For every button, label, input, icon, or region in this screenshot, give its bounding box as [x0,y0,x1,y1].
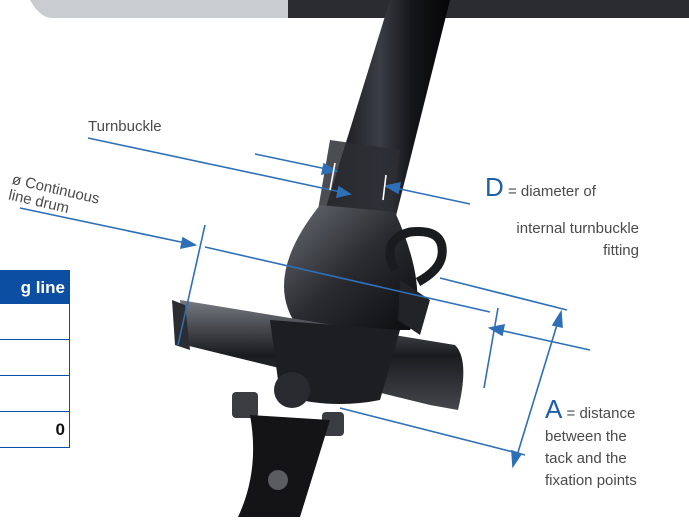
table-header: g line [0,270,70,304]
drum-diameter-right-head [487,323,506,337]
a-extension-top [439,277,568,311]
d-arrow-right-head [383,181,402,195]
d-label-line2: internal turnbuckle [516,220,639,237]
d-tick-right [382,174,387,201]
drum-cone [284,205,418,330]
a-label: A = distance [545,396,636,423]
nut [232,392,258,418]
d-text: = diameter of [507,183,596,200]
tack-strap [238,415,330,517]
drum-extension-left [177,224,206,346]
a-label-line3: tack and the [545,450,627,467]
top-banner-dark [288,0,689,18]
d-label-line3: fitting [603,242,639,259]
a-text: = distance [566,405,636,422]
drum-diameter-main [204,246,491,313]
a-letter: A [545,394,563,424]
a-label-line2: between the [545,428,627,445]
drum-extension-right [483,307,499,389]
turnbuckle-section [318,140,400,215]
d-tick-left [329,162,336,191]
bolt [274,372,310,408]
a-dimension-line [514,314,561,463]
turnbuckle-label: Turnbuckle [88,118,162,135]
a-arrow-top [551,309,563,329]
table-row [0,304,70,340]
drum-diameter-right-line [489,327,591,351]
drum-diameter-left-line [19,207,196,246]
a-arrow-bottom [511,449,523,469]
table-row: 0 [0,412,70,448]
d-arrow-left-head [320,162,339,176]
table-row [0,340,70,376]
d-arrow-right-line [385,185,471,205]
turnbuckle-arrow [335,185,353,199]
turnbuckle-leader [87,137,351,195]
dimension-lines [19,137,591,469]
a-label-line4: fixation points [545,472,637,489]
shackle-body [398,280,430,335]
tack-hole [268,470,288,490]
table-row [0,376,70,412]
drum-diameter-left-head [179,236,198,250]
d-label: D = diameter of [485,174,596,201]
a-extension-bottom [339,407,526,456]
spec-table: g line 0 [0,270,70,448]
nut-2 [322,412,344,436]
d-letter: D [485,172,504,202]
shackle-ring [385,226,447,286]
